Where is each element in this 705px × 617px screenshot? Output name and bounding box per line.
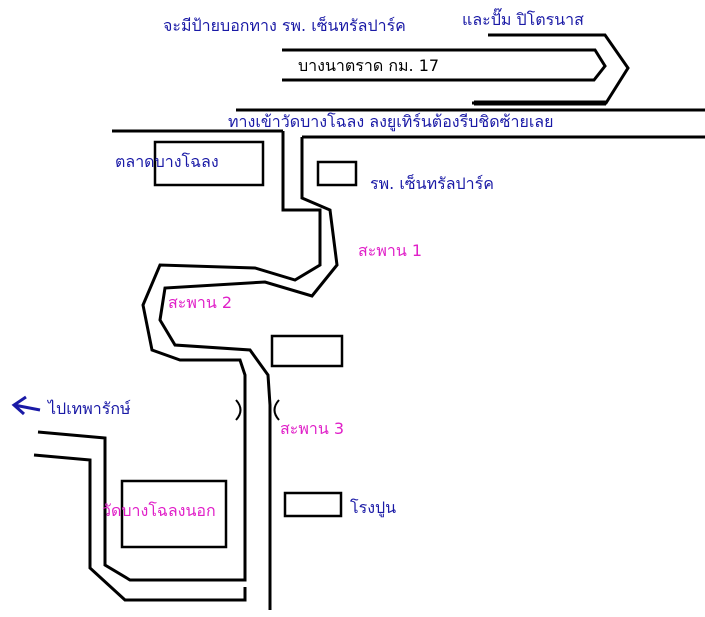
factory-label: โรงปูน: [350, 498, 396, 518]
highway-uturn-inner: [282, 48, 607, 82]
sign-note-label: จะมีป้ายบอกทาง รพ. เซ็นทรัลปาร์ค: [163, 15, 406, 35]
to-tepparak-label: ไปเทพารักษ์: [46, 399, 131, 418]
arrow-left-icon: [11, 395, 41, 416]
highway-label: บางนาตราด กม. 17: [298, 56, 439, 75]
bridge-3-label: สะพาน 3: [280, 419, 344, 438]
bridge-1-label: สะพาน 1: [358, 241, 422, 260]
hospital-label: รพ. เซ็นทรัลปาร์ค: [370, 173, 494, 193]
temple-road-left: [37, 131, 322, 582]
market-label: ตลาดบางโฉลง: [115, 152, 219, 171]
mid-building: [270, 334, 344, 368]
market-building: [153, 140, 265, 187]
bridge-3-mark-left: [235, 399, 242, 421]
temple-outer-label: วัดบางโฉลงนอก: [102, 501, 216, 520]
entrance-note-label: ทางเข้าวัดบางโฉลง ลงยูเทิร์นต้องรีบชิดซ้…: [228, 112, 553, 132]
temple-road-right: [158, 137, 339, 610]
bridge-2-label: สะพาน 2: [168, 293, 232, 312]
hospital-building: [316, 160, 358, 187]
highway-uturn-outer: [472, 33, 630, 105]
lower-road-edge: [33, 453, 247, 602]
temple-building: [120, 479, 228, 549]
factory-building: [283, 491, 343, 518]
gas-station-label: และปั๊ม ปิโตรนาส: [462, 8, 584, 29]
bridge-3-mark-right: [273, 399, 280, 421]
